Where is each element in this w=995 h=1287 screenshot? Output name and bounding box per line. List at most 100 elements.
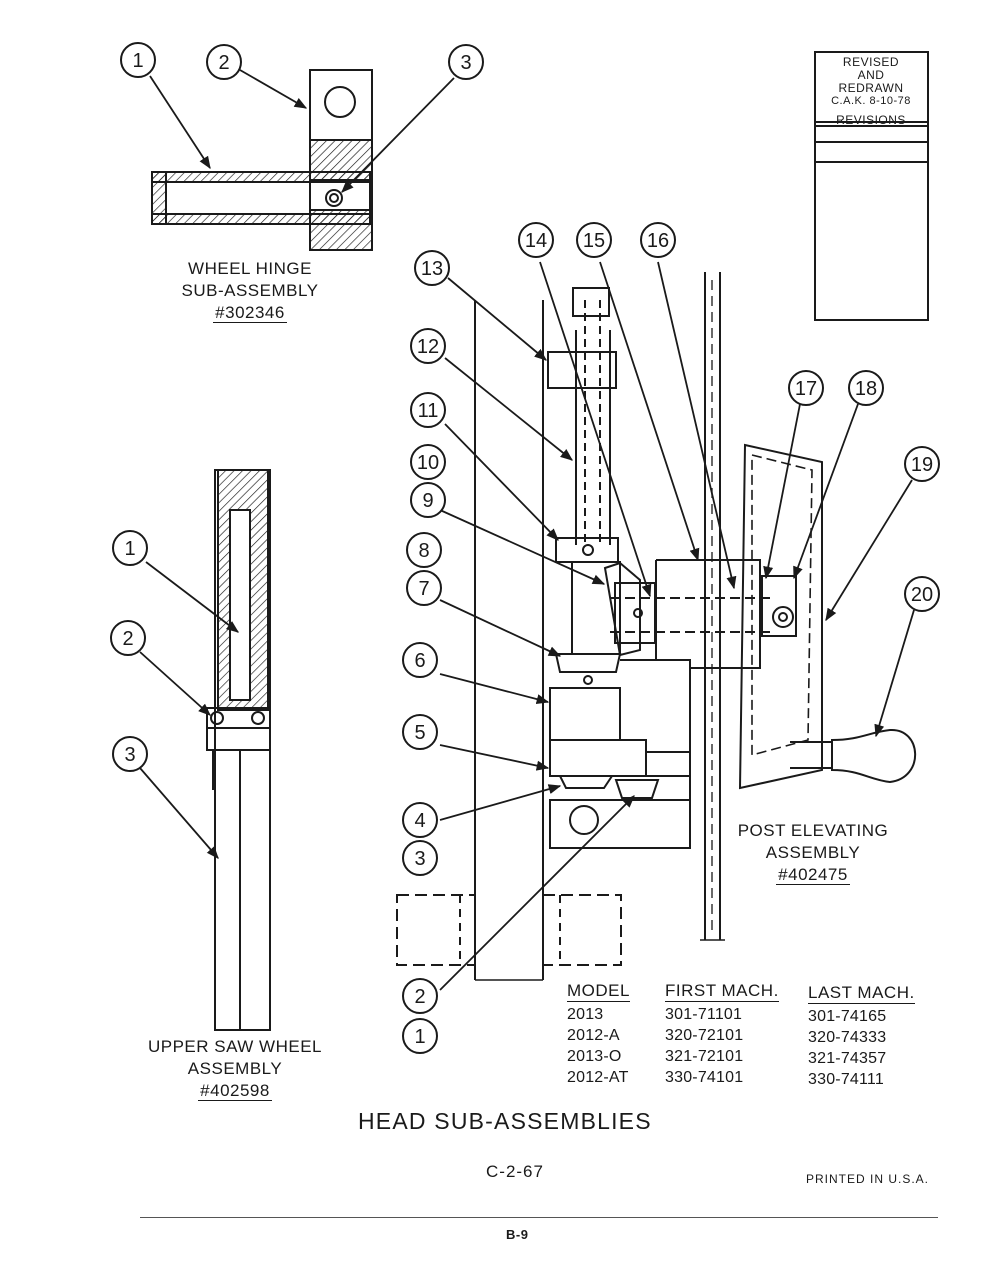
- last-mach-cell: 320-74333: [808, 1029, 887, 1046]
- first-mach-cell: 301-71101: [665, 1006, 743, 1023]
- callout-number: 4: [414, 810, 425, 832]
- callout-circle: [904, 576, 940, 612]
- callout-balloon: 9: [410, 482, 446, 518]
- callout-number: 10: [417, 452, 439, 474]
- first-mach-cell: 330-74101: [665, 1069, 744, 1086]
- revision-line: AND: [857, 68, 885, 82]
- callout-number: 5: [414, 722, 425, 744]
- printed-in-usa: PRINTED IN U.S.A.: [806, 1172, 930, 1186]
- callout-balloon: 3: [448, 44, 484, 80]
- callout-circle: [640, 222, 676, 258]
- part-number: #402475: [776, 865, 850, 885]
- caption-line: ASSEMBLY: [765, 843, 861, 862]
- wheel-hinge-caption: WHEEL HINGE SUB-ASSEMBLY #302346: [160, 258, 340, 324]
- callout-circle: [406, 570, 442, 606]
- callout-balloon: 11: [410, 392, 446, 428]
- callout-circle: [848, 370, 884, 406]
- callout-balloon: 8: [406, 532, 442, 568]
- callout-number: 12: [417, 336, 439, 358]
- callout-balloon: 2: [206, 44, 242, 80]
- callout-circle: [518, 222, 554, 258]
- callout-balloon: 1: [120, 42, 156, 78]
- caption-line: WHEEL HINGE: [188, 259, 312, 278]
- callout-number: 6: [414, 650, 425, 672]
- callout-balloon: 1: [402, 1018, 438, 1054]
- callout-number: 3: [414, 848, 425, 870]
- callout-number: 2: [218, 52, 229, 74]
- callout-circle: [904, 446, 940, 482]
- post-elevating-drawing: [396, 272, 917, 981]
- last-mach-cell: 301-74165: [808, 1008, 887, 1025]
- caption-line: SUB-ASSEMBLY: [181, 281, 319, 300]
- callout-circle: [402, 714, 438, 750]
- callout-number: 7: [418, 578, 429, 600]
- callout-circle: [112, 530, 148, 566]
- callout-circle: [788, 370, 824, 406]
- model-column: MODEL 2013 2012-A 2013-O 2012-AT: [567, 980, 630, 1088]
- revision-block: REVISED AND REDRAWN C.A.K. 8-10-78 REVIS…: [815, 52, 927, 127]
- callout-number: 1: [132, 50, 143, 72]
- revision-line: REVISED: [842, 55, 900, 69]
- callout-balloon: 12: [410, 328, 446, 364]
- callout-circle: [448, 44, 484, 80]
- callout-balloon: 3: [402, 840, 438, 876]
- model-header: MODEL: [567, 981, 630, 1002]
- callout-circle: [402, 840, 438, 876]
- caption-line: UPPER SAW WHEEL: [147, 1037, 323, 1056]
- first-mach-cell: 320-72101: [665, 1027, 744, 1044]
- callout-balloon: 10: [410, 444, 446, 480]
- callout-circle: [112, 736, 148, 772]
- callout-balloon: 20: [904, 576, 940, 612]
- caption-line: ASSEMBLY: [187, 1059, 283, 1078]
- callout-number: 9: [422, 490, 433, 512]
- callout-number: 8: [418, 540, 429, 562]
- wheel-hinge-drawing: [151, 69, 373, 251]
- callout-number: 19: [911, 454, 933, 476]
- callout-balloon: 19: [904, 446, 940, 482]
- last-mach-column: LAST MACH. 301-74165 320-74333 321-74357…: [808, 982, 915, 1090]
- callout-balloon: 7: [406, 570, 442, 606]
- callout-number: 2: [414, 986, 425, 1008]
- callout-circle: [402, 978, 438, 1014]
- callout-balloon: 5: [402, 714, 438, 750]
- callout-circle: [410, 392, 446, 428]
- revision-line: REDRAWN: [838, 81, 904, 95]
- callout-balloon: 4: [402, 802, 438, 838]
- callout-number: 11: [418, 400, 439, 422]
- last-mach-header: LAST MACH.: [808, 983, 915, 1004]
- part-number: #402598: [198, 1081, 272, 1101]
- upper-saw-wheel-caption: UPPER SAW WHEEL ASSEMBLY #402598: [130, 1036, 340, 1102]
- last-mach-cell: 330-74111: [808, 1071, 884, 1088]
- revision-line: C.A.K. 8-10-78: [831, 95, 911, 107]
- page-title: HEAD SUB-ASSEMBLIES: [358, 1108, 652, 1134]
- callout-balloon: 15: [576, 222, 612, 258]
- doc-code: C-2-67: [486, 1162, 544, 1181]
- first-mach-header: FIRST MACH.: [665, 981, 779, 1002]
- footer-rule: [140, 1217, 938, 1218]
- callout-balloon: 1: [112, 530, 148, 566]
- model-cell: 2012-A: [567, 1027, 620, 1044]
- callout-circle: [110, 620, 146, 656]
- callout-balloon: 2: [110, 620, 146, 656]
- model-cell: 2013: [567, 1006, 604, 1023]
- callout-balloon: 17: [788, 370, 824, 406]
- first-mach-column: FIRST MACH. 301-71101 320-72101 321-7210…: [665, 980, 779, 1088]
- part-number: #302346: [213, 303, 287, 323]
- last-mach-cell: 321-74357: [808, 1050, 887, 1067]
- page-number: B-9: [506, 1227, 529, 1242]
- callout-circle: [410, 328, 446, 364]
- callout-circle: [406, 532, 442, 568]
- callout-number: 13: [421, 258, 443, 280]
- first-mach-cell: 321-72101: [665, 1048, 744, 1065]
- callout-circle: [414, 250, 450, 286]
- callout-balloon: 2: [402, 978, 438, 1014]
- callout-balloon: 18: [848, 370, 884, 406]
- upper-saw-wheel-drawing: [206, 469, 271, 1031]
- callout-balloon: 14: [518, 222, 554, 258]
- model-cell: 2012-AT: [567, 1069, 629, 1086]
- caption-line: POST ELEVATING: [737, 821, 889, 840]
- model-cell: 2013-O: [567, 1048, 622, 1065]
